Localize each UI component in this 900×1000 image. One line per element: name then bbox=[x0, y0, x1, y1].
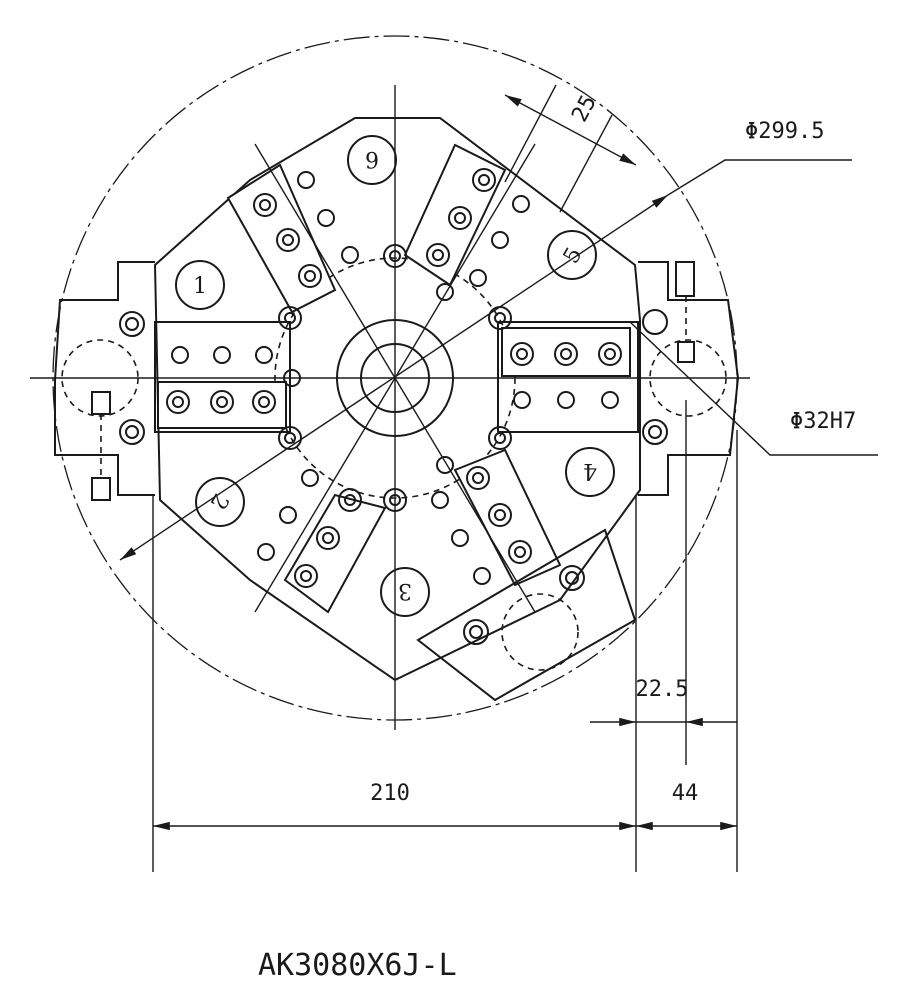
bottom-dimensions bbox=[152, 400, 738, 872]
left-mount-block bbox=[54, 261, 155, 496]
offset-22-5-label: 22.5 bbox=[636, 677, 689, 702]
outer-diameter-leader bbox=[667, 159, 852, 196]
station-3-circle bbox=[380, 567, 430, 617]
slot-width-dimension: 25 bbox=[504, 84, 637, 213]
slot-width-label: 25 bbox=[567, 91, 602, 126]
station-6-label: 6 bbox=[365, 146, 379, 171]
station-3-label: 3 bbox=[398, 578, 412, 603]
offset-44-label: 44 bbox=[672, 781, 699, 806]
outer-diameter-label: Φ299.5 bbox=[745, 119, 824, 144]
tool-holders bbox=[154, 143, 639, 702]
model-title: AK3080X6J-L bbox=[258, 948, 457, 983]
width-210-label: 210 bbox=[370, 781, 410, 806]
bore-leader bbox=[629, 321, 878, 456]
station-1-label: 1 bbox=[193, 274, 207, 299]
lower-bracket bbox=[416, 528, 637, 702]
station-4-label: 4 bbox=[583, 458, 597, 483]
station-6-circle bbox=[347, 135, 397, 185]
right-mount-block bbox=[638, 261, 740, 496]
tool-holder-lower-left bbox=[283, 493, 387, 614]
outer-diameter-line bbox=[119, 194, 669, 561]
right-locator-hole bbox=[649, 339, 727, 417]
bore-label: Φ32H7 bbox=[790, 409, 856, 434]
hex-bolts bbox=[91, 261, 695, 501]
bottom-locator-hole bbox=[501, 593, 579, 671]
